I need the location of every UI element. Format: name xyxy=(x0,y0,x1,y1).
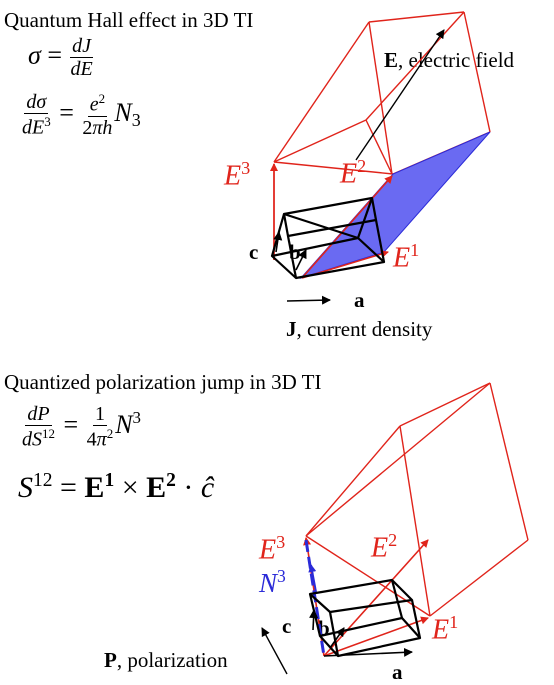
top-E3-label: E3 xyxy=(224,158,251,192)
bottom-N3-label: N3 xyxy=(259,566,286,598)
top-c-label: c xyxy=(249,240,259,264)
frac-denominator: 4π2 xyxy=(86,426,114,451)
bottom-E2-label: E2 xyxy=(371,530,398,564)
frac-denominator: dE3 xyxy=(22,114,51,139)
frac-numerator: dσ xyxy=(24,91,49,114)
top-E1-label: E1 xyxy=(393,240,420,274)
electric-field-label: E, electric field xyxy=(384,48,515,72)
bottom-E1-arrow xyxy=(323,616,429,657)
current-density-label: J, current density xyxy=(286,317,433,341)
bottom-N3-arrow xyxy=(308,564,317,593)
current-density-arrow xyxy=(286,295,331,305)
frac-denominator: dE xyxy=(70,58,93,80)
frac-denominator: dS12 xyxy=(22,426,55,451)
top-b-arrow xyxy=(295,249,307,271)
bottom-red-cell xyxy=(305,382,529,617)
bottom-unit-cell xyxy=(308,578,422,658)
top-c-arrow xyxy=(273,231,283,253)
polarization-arrow xyxy=(261,627,288,675)
bottom-c-arrow xyxy=(309,609,319,631)
frac-denominator: 2πh xyxy=(82,116,113,139)
top-title: Quantum Hall effect in 3D TI xyxy=(4,8,254,32)
frac-numerator: dP xyxy=(25,403,52,426)
electric-field-arrow xyxy=(355,29,445,161)
bottom-b-arrow xyxy=(329,627,345,649)
bottom-E1-label: E1 xyxy=(432,612,459,646)
bottom-a-arrow xyxy=(323,647,413,657)
bottom-b-label: b xyxy=(318,616,330,640)
bottom-equation-2: S12 = E1 × E2 · ĉ xyxy=(18,470,215,504)
top-a-label: a xyxy=(354,288,365,312)
top-unit-cell xyxy=(270,196,386,280)
frac-numerator: 1 xyxy=(92,403,107,426)
top-E2-label: E2 xyxy=(340,156,367,190)
bottom-title: Quantized polarization jump in 3D TI xyxy=(4,370,322,394)
frac-numerator: e2 xyxy=(87,91,108,117)
sigma-symbol: σ xyxy=(28,40,41,70)
frac-numerator: dJ xyxy=(70,35,94,58)
bottom-E3-label: E3 xyxy=(259,532,286,566)
bottom-c-label: c xyxy=(282,614,292,638)
top-E2-arrow xyxy=(301,175,393,279)
polarization-label: P, polarization xyxy=(104,648,228,672)
bottom-a-label: a xyxy=(392,660,403,684)
